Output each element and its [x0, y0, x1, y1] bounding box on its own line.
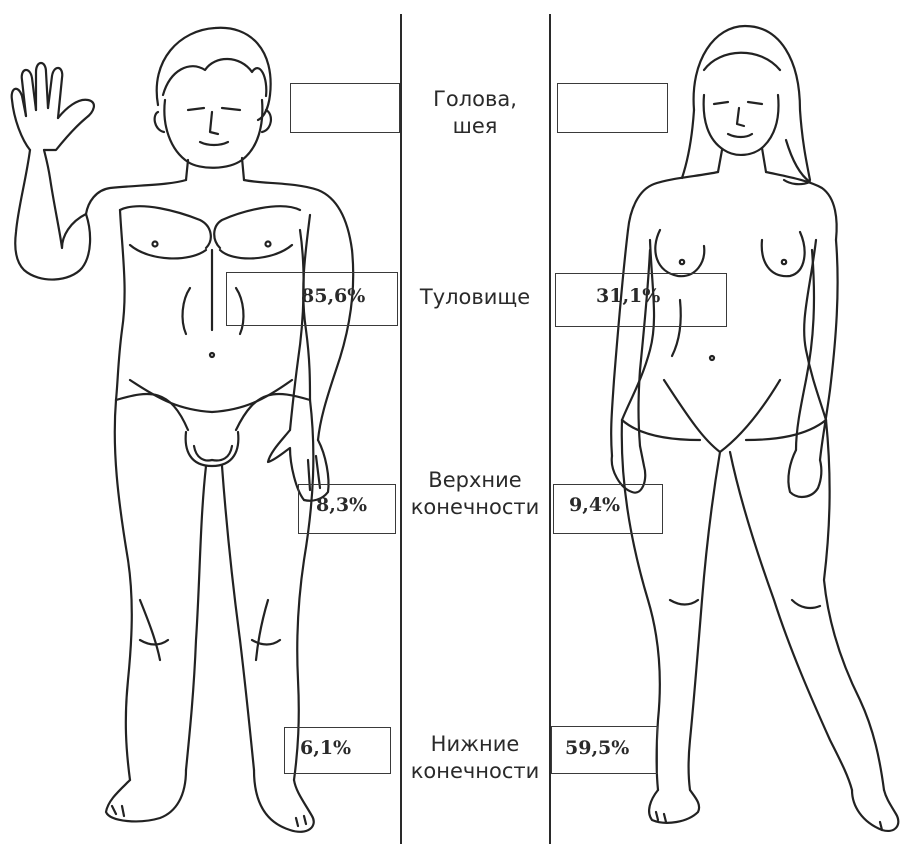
male-head-box	[290, 83, 400, 133]
lower-limbs-label-line1: Нижние	[392, 731, 558, 758]
female-upper-limbs-value: 9,4%	[569, 494, 620, 516]
female-lower-limbs-value: 59,5%	[565, 737, 629, 759]
male-upper-limbs-value: 8,3%	[316, 494, 367, 516]
head-neck-label: Голова, шея	[405, 86, 545, 140]
upper-limbs-label-line1: Верхние	[392, 467, 558, 494]
torso-label-line1: Туловище	[405, 284, 545, 311]
head-neck-label-line1: Голова,	[405, 86, 545, 113]
female-head-box	[557, 83, 668, 133]
lower-limbs-label: Нижние конечности	[392, 731, 558, 785]
male-torso-value: 85,6%	[301, 285, 365, 307]
male-lower-limbs-value: 6,1%	[300, 737, 351, 759]
female-torso-value: 31,1%	[596, 285, 660, 307]
upper-limbs-label: Верхние конечности	[392, 467, 558, 521]
upper-limbs-label-line2: конечности	[392, 494, 558, 521]
right-divider-line	[549, 14, 551, 844]
lower-limbs-label-line2: конечности	[392, 758, 558, 785]
torso-label: Туловище	[405, 284, 545, 311]
head-neck-label-line2: шея	[405, 113, 545, 140]
left-divider-line	[400, 14, 402, 844]
